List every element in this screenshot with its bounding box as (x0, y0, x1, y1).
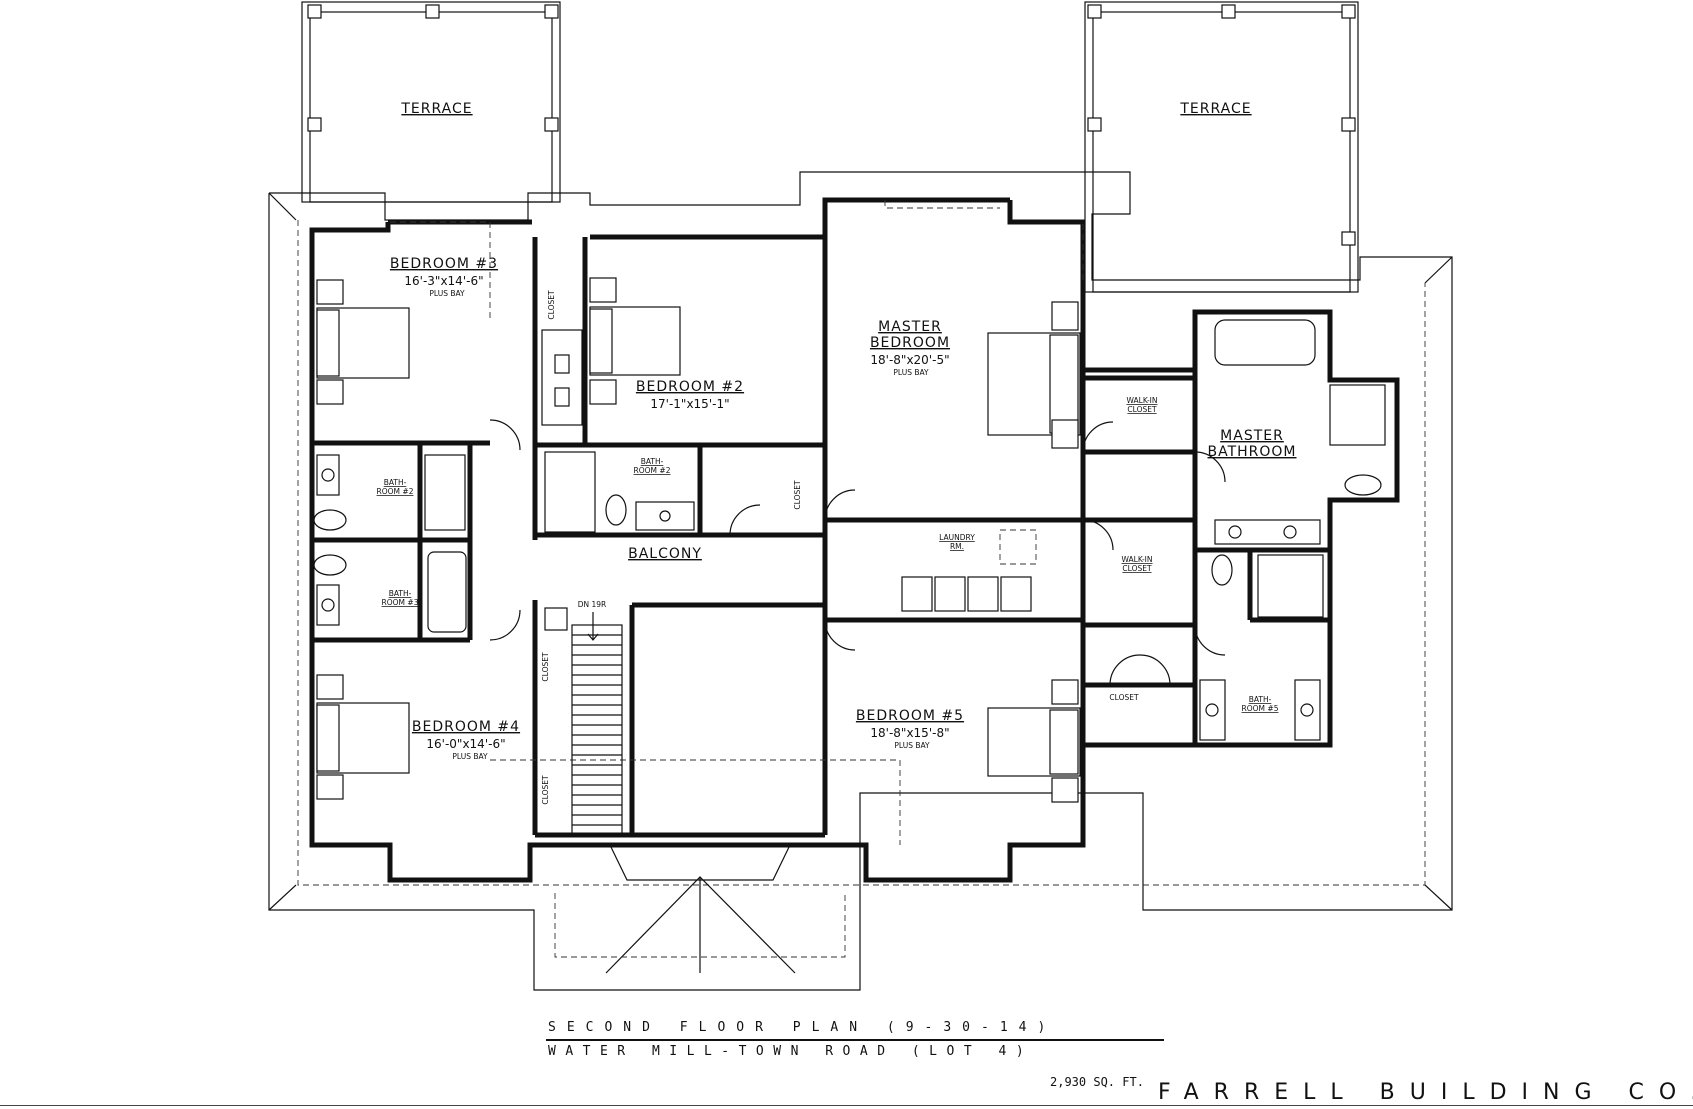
label-bedroom2: BEDROOM #2 (636, 379, 744, 395)
bed-bedroom4 (316, 674, 410, 800)
label-walkin-closet-upper-2: CLOSET (1127, 405, 1157, 414)
label-laundry-1: LAUNDRY (939, 533, 975, 542)
note-master-bedroom: PLUS BAY (893, 368, 929, 377)
door-swings (489, 419, 1226, 686)
label-bathroom5-1: BATH- (1249, 695, 1272, 704)
label-balcony: BALCONY (628, 546, 702, 562)
label-closet-b4b: CLOSET (541, 775, 550, 805)
label-bathroom2-left-2: ROOM #2 (377, 487, 414, 496)
terrace-right (1084, 1, 1359, 293)
bath-fixtures (313, 319, 1386, 741)
label-terrace-right: TERRACE (1179, 101, 1251, 117)
laundry-fixtures (901, 529, 1037, 612)
label-stairs: DN 19R (578, 600, 607, 609)
label-bathroom5-2: ROOM #5 (1242, 704, 1279, 713)
note-bedroom3: PLUS BAY (429, 289, 465, 298)
label-closet-b5: CLOSET (1109, 693, 1139, 702)
dresser-bedroom2 (541, 329, 583, 426)
label-walkin-closet-lower-2: CLOSET (1122, 564, 1152, 573)
bottom-rule (0, 1105, 1693, 1106)
front-gable (554, 844, 846, 974)
plan-title: SECOND FLOOR PLAN (9-30-14) (548, 1020, 1057, 1035)
label-bathroom2-left-1: BATH- (384, 478, 407, 487)
note-bedroom5: PLUS BAY (894, 741, 930, 750)
label-bedroom4: BEDROOM #4 (412, 719, 520, 735)
dims-master-bedroom: 18'-8"x20'-5" (870, 353, 949, 367)
staircase (544, 607, 623, 836)
label-closet-b3: CLOSET (547, 290, 556, 320)
label-bedroom5: BEDROOM #5 (856, 708, 964, 724)
note-bedroom4: PLUS BAY (452, 752, 488, 761)
label-closet-b2: CLOSET (793, 480, 802, 510)
label-closet-b4a: CLOSET (541, 652, 550, 682)
square-footage: 2,930 SQ. FT. (1050, 1075, 1144, 1089)
label-master-bathroom-1: MASTER (1220, 428, 1284, 444)
label-terrace-left: TERRACE (400, 101, 472, 117)
dims-bedroom3: 16'-3"x14'-6" (404, 274, 483, 288)
label-laundry-2: RM. (950, 542, 964, 551)
label-master-bedroom-2: BEDROOM (870, 335, 950, 351)
label-walkin-closet-upper-1: WALK-IN (1127, 396, 1158, 405)
exterior-walls (309, 197, 1400, 883)
label-master-bedroom-1: MASTER (878, 319, 942, 335)
label-bathroom2-mid-2: ROOM #2 (634, 466, 671, 475)
dims-bedroom4: 16'-0"x14'-6" (426, 737, 505, 751)
roof-outline (268, 171, 1453, 991)
label-walkin-closet-lower-1: WALK-IN (1122, 555, 1153, 564)
company-name: FARRELL BUILDING CO. (1158, 1080, 1693, 1105)
bed-bedroom2 (589, 277, 681, 405)
label-master-bathroom-2: BATHROOM (1207, 444, 1296, 460)
terrace-left (301, 1, 561, 203)
label-bathroom2-mid-1: BATH- (641, 457, 664, 466)
bed-master (987, 301, 1081, 449)
plan-subtitle: WATER MILL-TOWN ROAD (LOT 4) (548, 1044, 1034, 1059)
title-rule (546, 1039, 1164, 1041)
bed-bedroom3 (316, 279, 410, 405)
label-bathroom3-2: ROOM #3 (382, 598, 419, 607)
dims-bedroom5: 18'-8"x15'-8" (870, 726, 949, 740)
bed-bedroom5 (987, 679, 1081, 803)
room-labels: TERRACE TERRACE BEDROOM #3 16'-3"x14'-6"… (377, 101, 1296, 805)
label-bathroom3-1: BATH- (389, 589, 412, 598)
label-bedroom3: BEDROOM #3 (390, 256, 498, 272)
dims-bedroom2: 17'-1"x15'-1" (650, 397, 729, 411)
